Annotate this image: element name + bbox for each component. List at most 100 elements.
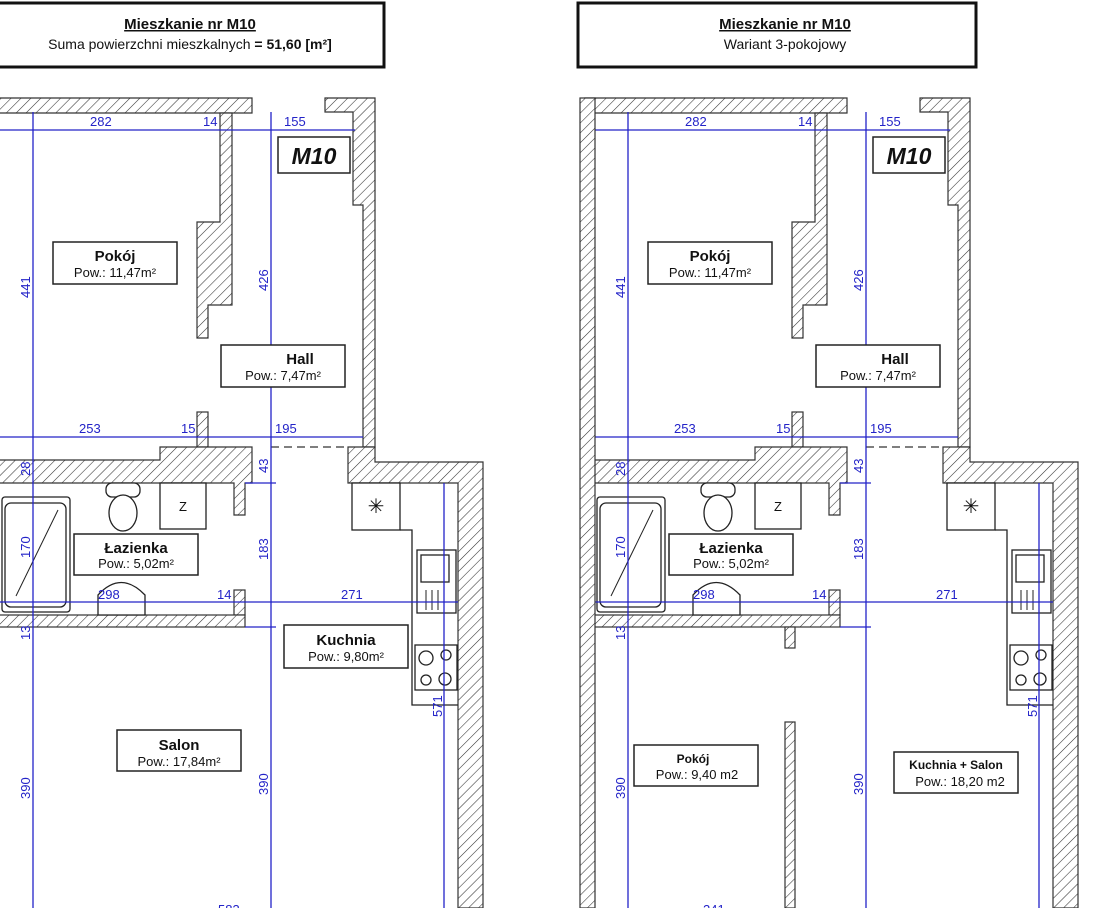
room-label-pokoj: Pokój Pow.: 11,47m² (647, 241, 773, 285)
fridge-box (946, 482, 996, 531)
room-label-kuchnia: Kuchnia Pow.: 9,80m² (283, 624, 409, 669)
partition-wall (784, 721, 796, 908)
vent-icon: ✳ (963, 496, 980, 518)
dim-28: 28 (613, 462, 628, 476)
kitchen-counter (400, 529, 458, 706)
plan-title: Mieszkanie nr M10 (719, 16, 851, 33)
dim-15: 15 (181, 421, 195, 436)
dimension-labels: 282 14 155 441 426 253 15 195 28 43 170 … (18, 114, 445, 799)
dim-253: 253 (79, 421, 101, 436)
room-area: Pow.: 18,20 m2 (915, 774, 1005, 789)
room-name: Łazienka (104, 540, 168, 557)
fixtures: Z ✳ (1, 482, 458, 706)
dim-15: 15 (776, 421, 790, 436)
room-name: Pokój (95, 248, 136, 265)
dim-271: 271 (936, 587, 958, 602)
washing-machine-box (159, 482, 207, 530)
floor-plan-variant: Mieszkanie nr M10 Wariant 3-pokojowy Z (576, 1, 1079, 908)
room-area: Pow.: 17,84m² (137, 754, 221, 769)
left-outer-wall (579, 97, 596, 908)
dim-571: 571 (1025, 695, 1040, 717)
room-label-kuchnia-salon: Kuchnia + Salon Pow.: 18,20 m2 (893, 751, 1019, 794)
fridge-box (351, 482, 401, 531)
dim-195: 195 (870, 421, 892, 436)
room-name: Pokój (690, 248, 731, 265)
dim-441: 441 (18, 276, 33, 298)
dim-170: 170 (18, 536, 33, 558)
dim-195: 195 (275, 421, 297, 436)
walls (0, 97, 484, 908)
dim-298: 298 (98, 587, 120, 602)
room-name: Łazienka (699, 540, 763, 557)
dim-390b: 390 (256, 773, 271, 795)
dim-170: 170 (613, 536, 628, 558)
room-name: Kuchnia + Salon (909, 758, 1003, 772)
plan-title: Mieszkanie nr M10 (124, 16, 256, 33)
room-label-hall: Hall Pow.: 7,47m² (220, 344, 346, 388)
dim-441: 441 (613, 276, 628, 298)
kitchen-sink-icon (416, 549, 457, 614)
washing-machine-label: Z (179, 499, 187, 514)
apartment-badge: M10 (292, 143, 337, 169)
dimension-lines (0, 112, 458, 908)
room-area: Pow.: 9,40 m2 (656, 767, 738, 782)
dim-282: 282 (685, 114, 707, 129)
title-block: Mieszkanie nr M10 Wariant 3-pokojowy (576, 1, 978, 69)
dim-583: 583 (218, 902, 240, 908)
dim-390b: 390 (851, 773, 866, 795)
room-area: Pow.: 7,47m² (245, 368, 322, 383)
dim-183: 183 (851, 538, 866, 560)
room-labels: M10 Pokój Pow.: 11,47m² Hall Pow.: 7,47m… (52, 136, 351, 576)
dimension-lines (585, 112, 1053, 908)
dim-14: 14 (203, 114, 217, 129)
room-label-pokoj: Pokój Pow.: 11,47m² (52, 241, 178, 285)
dim-241: 241 (703, 902, 725, 908)
dim-43: 43 (851, 459, 866, 473)
walls (584, 97, 1079, 908)
room-labels: M10 Pokój Pow.: 11,47m² Hall Pow.: 7,47m… (647, 136, 946, 576)
kitchen-counter (995, 529, 1053, 706)
room-name: Hall (881, 351, 909, 368)
room-area: Pow.: 9,80m² (308, 649, 385, 664)
toilet-icon (700, 482, 736, 532)
dim-426: 426 (256, 269, 271, 291)
washing-machine-label: Z (774, 499, 782, 514)
dim-571: 571 (430, 695, 445, 717)
room-name: Pokój (677, 752, 710, 766)
room-label-lazienka: Łazienka Pow.: 5,02m² (668, 533, 794, 576)
dim-390: 390 (613, 777, 628, 799)
room-label-salon: Salon Pow.: 17,84m² (116, 729, 242, 772)
toilet-icon (105, 482, 141, 532)
left-variant-extras: Kuchnia Pow.: 9,80m² Salon Pow.: 17,84m²… (116, 624, 409, 908)
room-area: Pow.: 5,02m² (693, 556, 770, 571)
dimension-labels: 282 14 155 441 426 253 15 195 28 43 170 … (613, 114, 1040, 799)
room-area: Pow.: 11,47m² (669, 265, 752, 280)
sink-icon (692, 581, 741, 616)
dim-253: 253 (674, 421, 696, 436)
plan-subtitle: Suma powierzchni mieszkalnych = 51,60 [m… (48, 36, 332, 52)
stove-icon (1009, 644, 1053, 691)
dim-14b: 14 (812, 587, 826, 602)
room-name: Hall (286, 351, 314, 368)
room-name: Salon (159, 737, 200, 754)
partition-wall (784, 626, 796, 649)
dim-28: 28 (18, 462, 33, 476)
room-label-hall: Hall Pow.: 7,47m² (815, 344, 941, 388)
sink-icon (97, 581, 146, 616)
room-area: Pow.: 11,47m² (74, 265, 157, 280)
room-name: Kuchnia (316, 632, 376, 649)
apartment-badge: M10 (887, 143, 932, 169)
plan-subtitle: Wariant 3-pokojowy (724, 36, 846, 52)
dim-14: 14 (798, 114, 812, 129)
vent-icon: ✳ (368, 496, 385, 518)
dim-13: 13 (613, 626, 628, 640)
washing-machine-box (754, 482, 802, 530)
floor-plan-variant: Mieszkanie nr M10 Suma powierzchni miesz… (0, 1, 484, 908)
right-variant-extras: Pokój Pow.: 9,40 m2 Kuchnia + Salon Pow.… (579, 97, 1019, 908)
dim-155: 155 (879, 114, 901, 129)
dim-271: 271 (341, 587, 363, 602)
title-block: Mieszkanie nr M10 Suma powierzchni miesz… (0, 1, 386, 69)
dim-13: 13 (18, 626, 33, 640)
dim-390: 390 (18, 777, 33, 799)
